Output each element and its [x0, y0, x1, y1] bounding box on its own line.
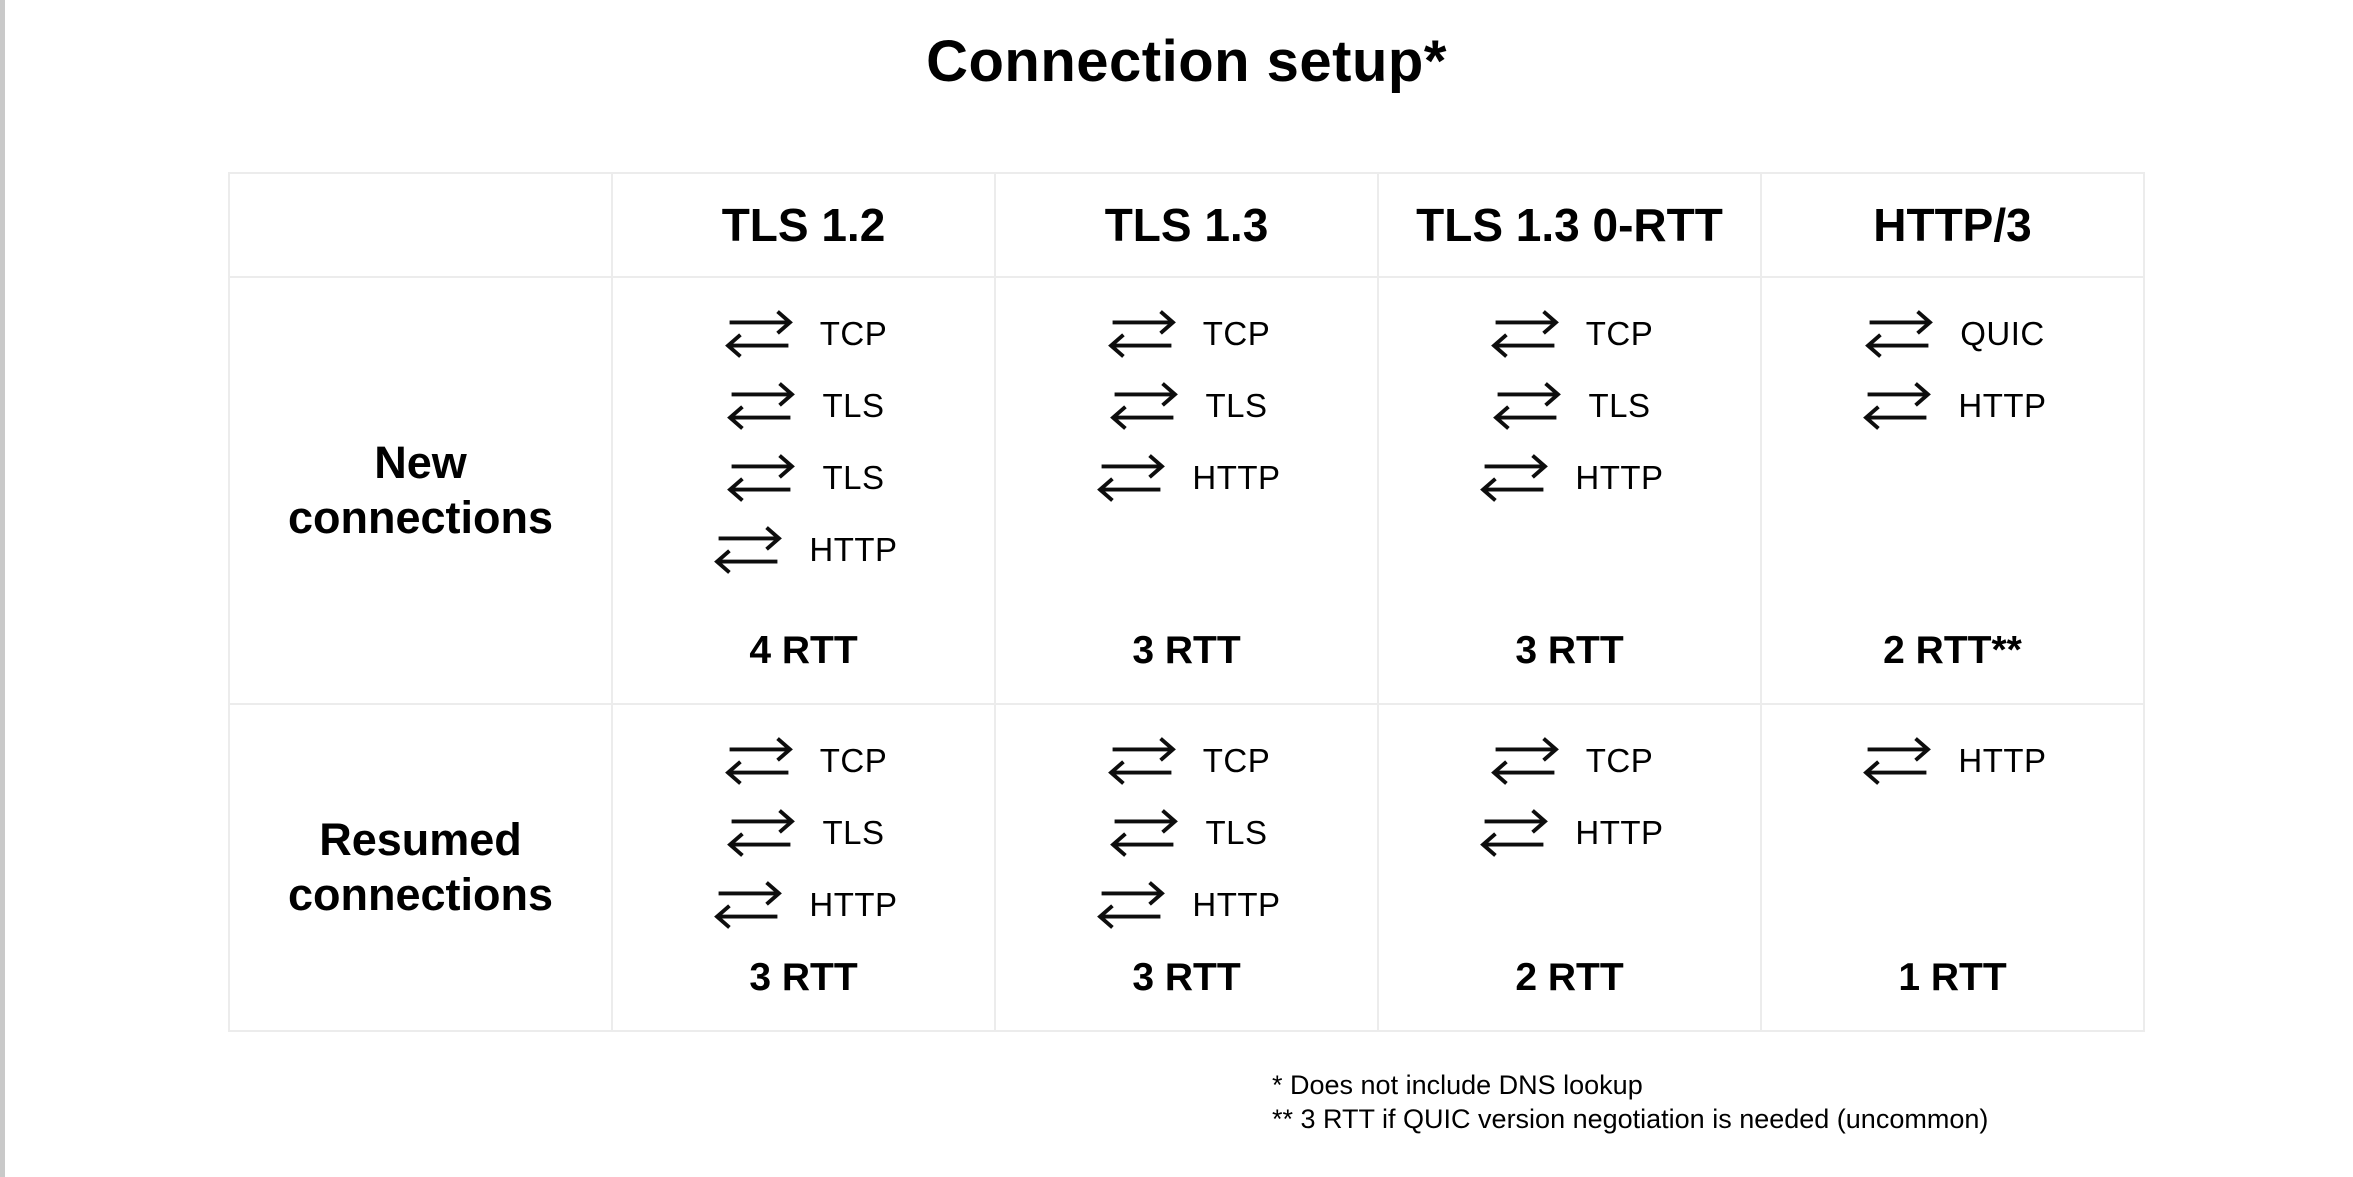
round-trip-arrows-icon — [1103, 737, 1181, 785]
protocol-label: TLS — [1205, 387, 1268, 424]
handshake-step: TLS — [613, 797, 994, 869]
protocol-label: TLS — [1205, 814, 1268, 851]
round-trip-arrows-icon — [1103, 310, 1181, 358]
rtt-count: 3 RTT — [1132, 629, 1241, 672]
handshake-step: HTTP — [613, 869, 994, 941]
round-trip-arrows-icon — [1475, 809, 1553, 857]
page-title: Connection setup* — [926, 29, 1447, 94]
header-cell-tls13: TLS 1.3 — [994, 172, 1379, 278]
protocol-label: HTTP — [1575, 459, 1664, 496]
round-trip-arrows-icon — [1858, 737, 1936, 785]
handshake-step: HTTP — [1379, 797, 1760, 869]
handshake-step: HTTP — [996, 442, 1377, 514]
header-cell-tls13-0rtt: TLS 1.3 0-RTT — [1377, 172, 1762, 278]
protocol-label: HTTP — [1192, 459, 1281, 496]
protocol-label: TCP — [1202, 742, 1271, 779]
handshake-step: TCP — [1379, 725, 1760, 797]
header-cell-http3: HTTP/3 — [1760, 172, 2145, 278]
row-label: New connections — [287, 436, 554, 543]
round-trip-arrows-icon — [722, 809, 800, 857]
row-header-new: New connections — [228, 276, 613, 705]
round-trip-arrows-icon — [1105, 382, 1183, 430]
round-trip-arrows-icon — [722, 382, 800, 430]
protocol-label: HTTP — [1958, 742, 2047, 779]
connection-setup-table: TLS 1.2 TLS 1.3 TLS 1.3 0-RTT HTTP/3 New… — [228, 172, 2145, 1032]
footnotes: * Does not include DNS lookup ** 3 RTT i… — [1272, 1068, 1988, 1136]
protocol-label: HTTP — [809, 886, 898, 923]
rtt-count: 2 RTT — [1515, 956, 1624, 999]
handshake-step: TCP — [996, 725, 1377, 797]
handshake-step: TCP — [613, 725, 994, 797]
protocol-label: TLS — [822, 814, 885, 851]
rtt-count: 2 RTT** — [1883, 629, 2022, 672]
round-trip-arrows-icon — [1092, 454, 1170, 502]
handshake-step: HTTP — [1762, 725, 2143, 797]
round-trip-arrows-icon — [720, 737, 798, 785]
round-trip-arrows-icon — [1486, 310, 1564, 358]
page-edge-line — [0, 0, 5, 1177]
round-trip-arrows-icon — [722, 454, 800, 502]
cell-resumed-tls13: TCP TLS HTTP 3 RTT — [994, 703, 1379, 1032]
protocol-label: QUIC — [1960, 315, 2045, 352]
header-cell-tls12: TLS 1.2 — [611, 172, 996, 278]
round-trip-arrows-icon — [1860, 310, 1938, 358]
table-header-row: TLS 1.2 TLS 1.3 TLS 1.3 0-RTT HTTP/3 — [228, 172, 2145, 278]
rtt-count: 3 RTT — [1515, 629, 1624, 672]
rtt-count: 1 RTT — [1898, 956, 2007, 999]
handshake-step: TLS — [613, 370, 994, 442]
round-trip-arrows-icon — [1105, 809, 1183, 857]
table-row-new-connections: New connections TCP TLS TLS HTTP 4 RTT T… — [228, 276, 2145, 705]
cell-new-http3: QUIC HTTP 2 RTT** — [1760, 276, 2145, 705]
protocol-label: TCP — [819, 742, 888, 779]
round-trip-arrows-icon — [1092, 881, 1170, 929]
protocol-label: HTTP — [1575, 814, 1664, 851]
cell-new-tls13-0rtt: TCP TLS HTTP 3 RTT — [1377, 276, 1762, 705]
protocol-label: TCP — [1585, 315, 1654, 352]
round-trip-arrows-icon — [709, 881, 787, 929]
row-label: Resumed connections — [287, 813, 554, 920]
header-cell-empty — [228, 172, 613, 278]
handshake-step: HTTP — [996, 869, 1377, 941]
handshake-step: HTTP — [613, 514, 994, 586]
handshake-step: HTTP — [1379, 442, 1760, 514]
footnote-quic-negotiation: ** 3 RTT if QUIC version negotiation is … — [1272, 1104, 1989, 1134]
cell-resumed-tls13-0rtt: TCP HTTP 2 RTT — [1377, 703, 1762, 1032]
handshake-step: TLS — [613, 442, 994, 514]
handshake-step: TCP — [996, 298, 1377, 370]
protocol-label: HTTP — [1958, 387, 2047, 424]
handshake-step: TLS — [1379, 370, 1760, 442]
table-row-resumed-connections: Resumed connections TCP TLS HTTP 3 RTT T… — [228, 703, 2145, 1032]
cell-resumed-http3: HTTP 1 RTT — [1760, 703, 2145, 1032]
rtt-count: 4 RTT — [749, 629, 858, 672]
protocol-label: HTTP — [809, 531, 898, 568]
protocol-label: HTTP — [1192, 886, 1281, 923]
handshake-step: TLS — [996, 370, 1377, 442]
handshake-step: TCP — [613, 298, 994, 370]
protocol-label: TCP — [819, 315, 888, 352]
handshake-step: HTTP — [1762, 370, 2143, 442]
round-trip-arrows-icon — [720, 310, 798, 358]
round-trip-arrows-icon — [1488, 382, 1566, 430]
row-header-resumed: Resumed connections — [228, 703, 613, 1032]
round-trip-arrows-icon — [1858, 382, 1936, 430]
footnote-dns: * Does not include DNS lookup — [1272, 1070, 1643, 1100]
round-trip-arrows-icon — [709, 526, 787, 574]
cell-new-tls12: TCP TLS TLS HTTP 4 RTT — [611, 276, 996, 705]
cell-new-tls13: TCP TLS HTTP 3 RTT — [994, 276, 1379, 705]
round-trip-arrows-icon — [1475, 454, 1553, 502]
handshake-step: TCP — [1379, 298, 1760, 370]
handshake-step: TLS — [996, 797, 1377, 869]
handshake-step: QUIC — [1762, 298, 2143, 370]
rtt-count: 3 RTT — [1132, 956, 1241, 999]
rtt-count: 3 RTT — [749, 956, 858, 999]
protocol-label: TLS — [1588, 387, 1651, 424]
cell-resumed-tls12: TCP TLS HTTP 3 RTT — [611, 703, 996, 1032]
protocol-label: TCP — [1202, 315, 1271, 352]
round-trip-arrows-icon — [1486, 737, 1564, 785]
protocol-label: TLS — [822, 459, 885, 496]
protocol-label: TLS — [822, 387, 885, 424]
protocol-label: TCP — [1585, 742, 1654, 779]
